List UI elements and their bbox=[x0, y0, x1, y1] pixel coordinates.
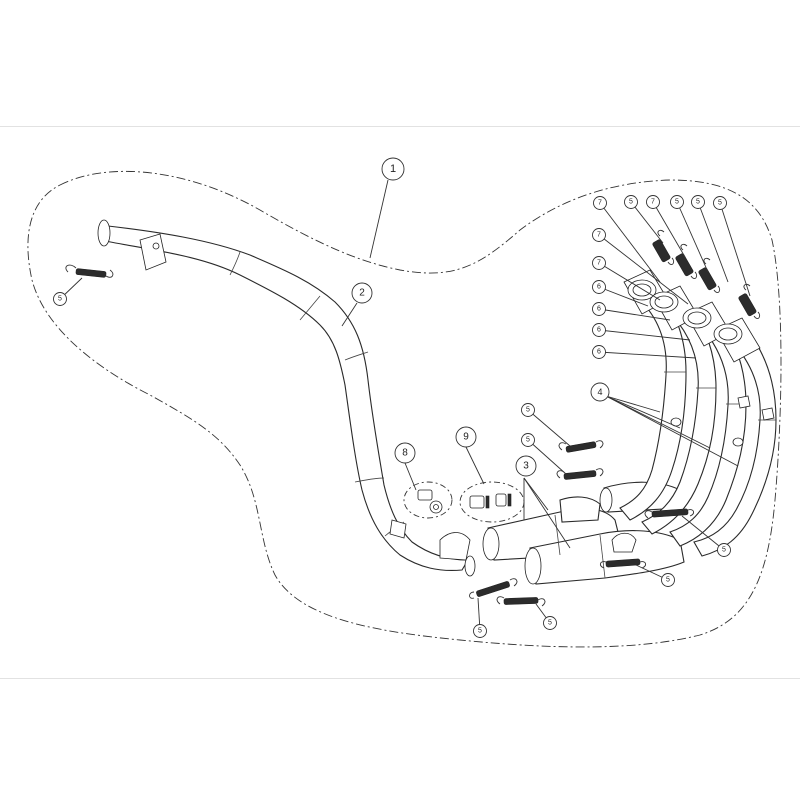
callout-5-label: 5 bbox=[696, 199, 700, 206]
part-2-header-pipe bbox=[97, 219, 476, 577]
spring-upper-3 bbox=[698, 257, 721, 293]
spring-left bbox=[65, 264, 114, 278]
callout-8: 8 bbox=[394, 442, 416, 464]
callout-5-mid-2: 5 bbox=[521, 433, 535, 447]
part-9-clamp-kit bbox=[459, 481, 525, 523]
callout-7-label: 7 bbox=[597, 232, 601, 239]
callout-9-label: 9 bbox=[463, 432, 469, 443]
callout-5-bottom-2: 5 bbox=[543, 616, 557, 630]
callout-5-collector: 5 bbox=[661, 573, 675, 587]
callout-1: 1 bbox=[381, 157, 405, 181]
callout-1-label: 1 bbox=[390, 163, 396, 175]
callout-6-side-1: 6 bbox=[592, 280, 606, 294]
callout-5-mid-1: 5 bbox=[521, 403, 535, 417]
callout-5-label: 5 bbox=[675, 199, 679, 206]
callout-5-label: 5 bbox=[58, 296, 62, 303]
callout-2: 2 bbox=[351, 282, 373, 304]
spring-upper-1 bbox=[652, 229, 675, 265]
part-5-springs bbox=[65, 229, 761, 607]
spring-bottom-2 bbox=[496, 596, 546, 607]
callout-5-label: 5 bbox=[526, 437, 530, 444]
spring-right bbox=[644, 508, 695, 519]
callout-7-label: 7 bbox=[598, 200, 602, 207]
callout-7-label: 7 bbox=[651, 199, 655, 206]
callout-3: 3 bbox=[515, 455, 537, 477]
callout-5-label: 5 bbox=[718, 200, 722, 207]
callout-6-label: 6 bbox=[597, 349, 601, 356]
top-divider bbox=[0, 126, 800, 127]
callout-7-side-1: 7 bbox=[592, 228, 606, 242]
callout-4: 4 bbox=[590, 382, 610, 402]
part-4-header-primaries bbox=[619, 289, 777, 557]
callout-6-label: 6 bbox=[597, 306, 601, 313]
callout-6-label: 6 bbox=[597, 284, 601, 291]
callout-6-side-3: 6 bbox=[592, 323, 606, 337]
callout-5-label: 5 bbox=[526, 407, 530, 414]
callout-5-top-3: 5 bbox=[691, 195, 705, 209]
callout-6-label: 6 bbox=[597, 327, 601, 334]
spring-bottom-1 bbox=[469, 578, 518, 599]
callout-5-top-4: 5 bbox=[713, 196, 727, 210]
kit-boundary bbox=[27, 171, 782, 648]
callout-7-top: 7 bbox=[593, 196, 607, 210]
bottom-divider bbox=[0, 678, 800, 679]
spring-mid-2 bbox=[556, 468, 604, 480]
callout-5-label: 5 bbox=[666, 577, 670, 584]
callout-5-label: 5 bbox=[548, 620, 552, 627]
callout-6-side-2: 6 bbox=[592, 302, 606, 316]
spring-collector bbox=[599, 558, 647, 569]
callout-5-right: 5 bbox=[717, 543, 731, 557]
part-8-mounting-hardware bbox=[403, 481, 453, 519]
callout-5-bottom-1: 5 bbox=[473, 624, 487, 638]
callout-6-side-4: 6 bbox=[592, 345, 606, 359]
callout-4-label: 4 bbox=[597, 387, 602, 397]
callout-5-label: 5 bbox=[478, 628, 482, 635]
callout-9: 9 bbox=[455, 426, 477, 448]
spring-mid-1 bbox=[558, 440, 604, 453]
callout-5-label: 5 bbox=[629, 199, 633, 206]
callout-7-side-2: 7 bbox=[592, 256, 606, 270]
callout-8-label: 8 bbox=[402, 448, 408, 459]
callout-5-top-1: 5 bbox=[624, 195, 638, 209]
part-7-port-flanges bbox=[623, 269, 761, 363]
spring-upper-4 bbox=[738, 283, 761, 319]
callout-7-label: 7 bbox=[597, 260, 601, 267]
callout-5-top-2: 5 bbox=[670, 195, 684, 209]
callout-2-label: 2 bbox=[359, 288, 365, 299]
callout-5-left-spring: 5 bbox=[53, 292, 67, 306]
spring-upper-2 bbox=[675, 243, 698, 279]
callout-7-top-2: 7 bbox=[646, 195, 660, 209]
leader-lines bbox=[59, 179, 751, 632]
callout-3-label: 3 bbox=[523, 461, 529, 472]
callout-5-label: 5 bbox=[722, 547, 726, 554]
